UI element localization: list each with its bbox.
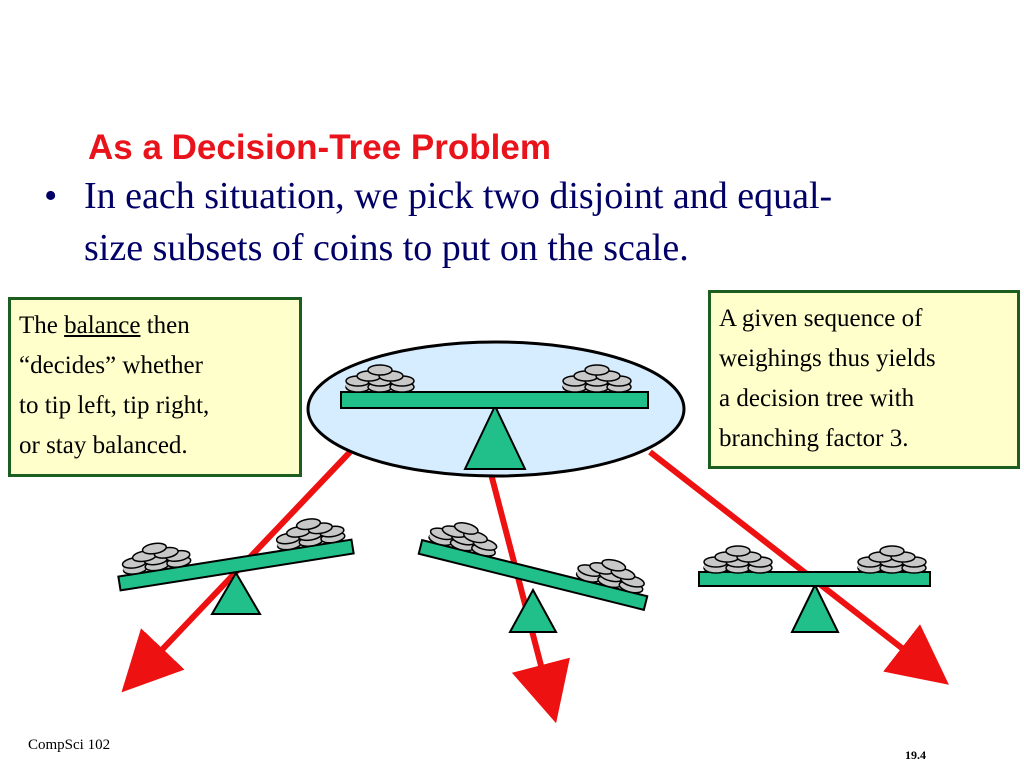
arrow-tip-right xyxy=(648,449,949,685)
root-fulcrum xyxy=(463,403,527,470)
right-child-scale xyxy=(698,545,931,633)
footer-page-number: 19.4 xyxy=(905,748,926,762)
footer-course: CompSci 102 xyxy=(28,737,111,753)
left-child-fulcrum xyxy=(210,571,262,615)
right-child-fulcrum xyxy=(790,582,840,633)
left-note-line-2: “decides” whether xyxy=(19,352,203,379)
root-scale xyxy=(340,364,649,470)
root-beam xyxy=(340,391,649,409)
slide-title: As a Decision-Tree Problem xyxy=(88,128,551,162)
right-note-line-2: weighings thus yields xyxy=(719,345,936,372)
right-note-line-1: A given sequence of xyxy=(719,305,923,332)
bullet-line-2: size subsets of coins to put on the scal… xyxy=(84,227,689,269)
left-child-beam xyxy=(117,538,355,592)
right-child-right-coins xyxy=(857,545,927,574)
bullet-line-1: In each situation, we pick two disjoint … xyxy=(84,175,833,217)
left-child-scale xyxy=(117,513,355,615)
right-child-beam xyxy=(698,571,931,587)
bullet-symbol: • xyxy=(44,175,58,217)
right-child-left-coins xyxy=(703,545,773,574)
right-note-line-3: a decision tree with xyxy=(719,385,915,412)
left-note-line-4: or stay balanced. xyxy=(19,432,188,459)
middle-child-beam xyxy=(417,538,649,612)
middle-child-scale xyxy=(417,514,649,633)
right-note-box: A given sequence of weighings thus yield… xyxy=(708,290,1020,469)
left-note-line-1: The balance then xyxy=(19,312,190,339)
left-note-box: The balance then “decides” whether to ti… xyxy=(8,297,302,477)
middle-child-fulcrum xyxy=(508,587,558,633)
right-note-line-4: branching factor 3. xyxy=(719,425,909,452)
balance-word: balance xyxy=(64,312,141,339)
left-note-line-3: to tip left, tip right, xyxy=(19,392,210,419)
arrow-balanced-down xyxy=(487,469,570,724)
